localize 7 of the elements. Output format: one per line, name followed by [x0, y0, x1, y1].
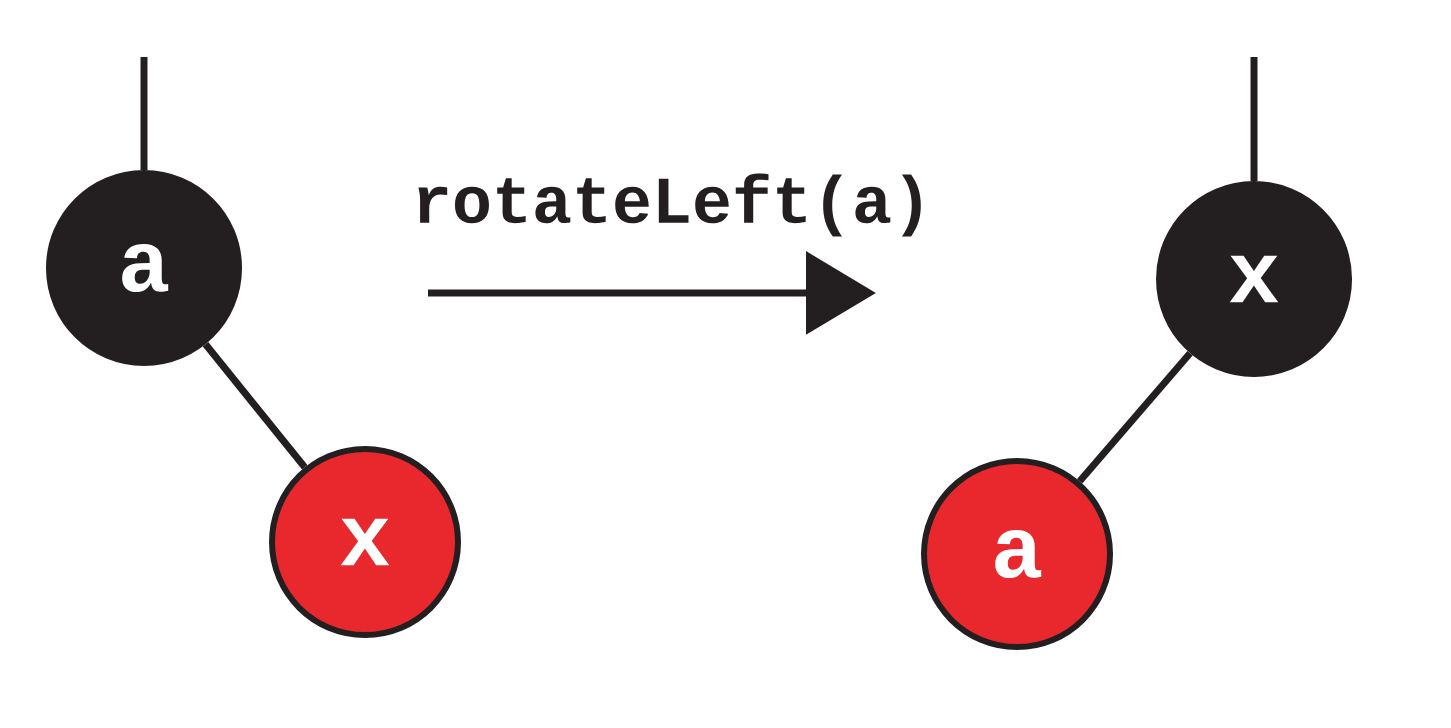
tree-node: a [921, 458, 1113, 650]
tree-node: a [46, 170, 242, 366]
connector-line [202, 342, 308, 470]
tree-node: x [269, 446, 461, 638]
connector-line [1077, 350, 1193, 484]
operation-label: rotateLeft(a) [418, 173, 921, 237]
tree-node: x [1156, 181, 1352, 377]
